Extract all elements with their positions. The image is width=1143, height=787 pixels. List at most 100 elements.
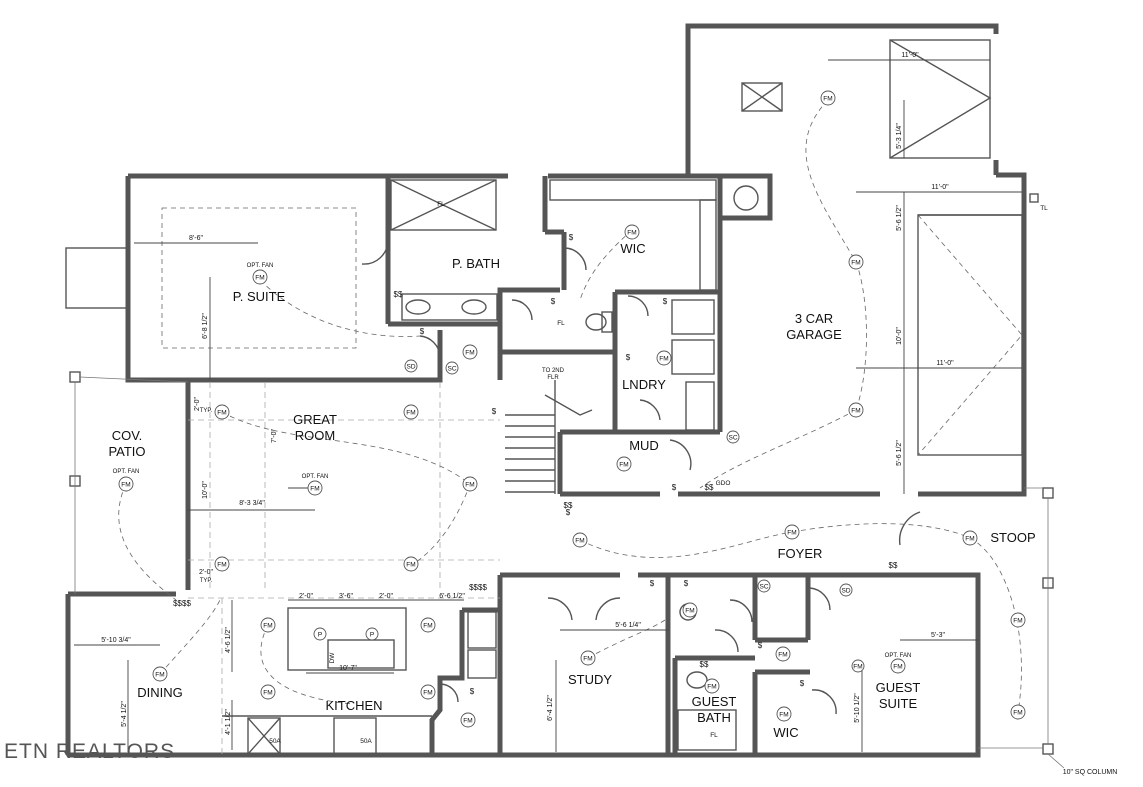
svg-text:$$: $$: [705, 483, 714, 492]
label-wic-guest: WIC: [773, 725, 798, 740]
label-p-bath: P. BATH: [452, 256, 500, 271]
sc-icon: SC: [757, 579, 771, 593]
svg-text:FM: FM: [217, 562, 226, 569]
svg-text:$: $: [672, 483, 677, 492]
svg-text:FM: FM: [423, 623, 432, 630]
dim-great-typ1: TYP.: [200, 408, 213, 414]
svg-text:FM: FM: [853, 664, 862, 671]
svg-text:SC: SC: [447, 366, 456, 373]
dim-dining-v: 5'-4 1/2": [121, 701, 128, 727]
dim-garage-v1: 5'-6 1/2": [896, 205, 903, 231]
dim-kitchen-v1: 4'-6 1/2": [225, 627, 232, 653]
fm-icon: FM: [1010, 704, 1026, 720]
fm-icon: FM: [572, 532, 588, 548]
exterior-walls: [65, 23, 1027, 758]
svg-text:FM: FM: [155, 672, 164, 679]
svg-text:FM: FM: [659, 356, 668, 363]
svg-text:FM: FM: [121, 482, 130, 489]
fl-label: FL: [437, 201, 445, 208]
label-garage-2: GARAGE: [786, 327, 842, 342]
label-stoop: STOOP: [990, 530, 1035, 545]
svg-text:FM: FM: [627, 230, 636, 237]
fm-icon: FM: [462, 476, 478, 492]
dimension-labels: 11'-0" 5'-3 1/4" 11'-0" 11'-0" 5'-6 1/2"…: [101, 52, 954, 735]
svg-text:FM: FM: [851, 260, 860, 267]
svg-text:$: $: [800, 679, 805, 688]
dim-study-h: 5'-6 1/4": [615, 622, 641, 629]
dim-kitchen-v2: 4'-1 1/2": [225, 709, 232, 735]
fm-icon: FM: [214, 404, 230, 420]
dim-guest-h: 5'-3": [931, 632, 945, 639]
switch-marks: $$ $ $ $ $ $ $ $$ $ $ $$ $$ $$$$ $$$$ $ …: [173, 233, 898, 696]
sc-icon: SC: [726, 430, 740, 444]
fm-icon: FM: [260, 617, 276, 633]
dim-island-4: 6'-6 1/2": [439, 593, 465, 600]
opt-fan-label: OPT. FAN: [885, 653, 912, 659]
fm-icon: FM: [580, 650, 596, 666]
label-guest-suite-2: SUITE: [879, 696, 918, 711]
dim-great-v2: 7'-0": [271, 429, 278, 443]
dim-garage-top: 11'-0": [901, 52, 919, 59]
fm-icon: FM: [616, 456, 632, 472]
svg-text:SC: SC: [728, 435, 737, 442]
realtor-logo: ETN REALTORS: [4, 740, 175, 763]
master-details: [65, 179, 717, 431]
dim-garage-upper: 11'-0": [931, 184, 949, 191]
svg-text:FM: FM: [778, 652, 787, 659]
svg-text:FM: FM: [583, 656, 592, 663]
svg-text:$: $: [650, 579, 655, 588]
dimension-lines: [74, 59, 1022, 752]
dim-great-v4: 2'-0": [199, 569, 213, 576]
svg-text:$: $: [758, 641, 763, 650]
svg-text:$: $: [492, 407, 497, 416]
svg-text:$$: $$: [889, 561, 898, 570]
sc-icon: SC: [445, 361, 459, 375]
svg-text:FM: FM: [1013, 618, 1022, 625]
fm-icon: FM: [624, 224, 640, 240]
fm-icon: FM: [462, 344, 478, 360]
label-great-room-1: GREAT: [293, 412, 337, 427]
svg-text:FM: FM: [406, 410, 415, 417]
fm-icon: FM: [776, 706, 792, 722]
label-garage-1: 3 CAR: [795, 311, 833, 326]
fl-label: FL: [557, 320, 565, 327]
dim-island-1: 2'-0": [299, 593, 313, 600]
svg-text:FM: FM: [1013, 710, 1022, 717]
range-label: 50A: [360, 738, 372, 745]
svg-text:FM: FM: [310, 486, 319, 493]
dim-great-v1: 2'-0": [194, 397, 201, 411]
label-cov-patio-1: COV.: [112, 428, 143, 443]
label-guest-bath-2: BATH: [697, 710, 731, 725]
svg-text:FM: FM: [465, 350, 474, 357]
svg-text:$: $: [569, 233, 574, 242]
svg-text:FM: FM: [423, 690, 432, 697]
ceiling-lines: [188, 382, 500, 755]
label-mud: MUD: [629, 438, 659, 453]
porch-details: [69, 371, 1054, 755]
dim-garage-top-v: 5'-3 1/4": [896, 123, 903, 149]
label-guest-bath-1: GUEST: [692, 694, 737, 709]
dim-island-2: 3'-6": [339, 593, 353, 600]
dim-island-3: 2'-0": [379, 593, 393, 600]
svg-text:FM: FM: [217, 410, 226, 417]
svg-text:$$$$: $$$$: [469, 583, 487, 592]
svg-text:FM: FM: [707, 684, 716, 691]
gdo-label: GDO: [716, 480, 731, 487]
svg-text:FM: FM: [463, 718, 472, 725]
dw-label: DW: [329, 652, 336, 664]
opt-fan-label: OPT. FAN: [113, 469, 140, 475]
label-wic-master: WIC: [620, 241, 645, 256]
svg-text:FM: FM: [823, 96, 832, 103]
fm-icon: FM: [962, 530, 978, 546]
opt-fan-label: OPT. FAN: [302, 474, 329, 480]
svg-text:FM: FM: [787, 530, 796, 537]
dim-kitchen-sink: 10'-7": [339, 665, 357, 672]
fm-icon: FM: [460, 712, 476, 728]
svg-text:$: $: [470, 687, 475, 696]
svg-text:$$: $$: [700, 660, 709, 669]
label-great-room-2: ROOM: [295, 428, 335, 443]
svg-text:FM: FM: [465, 482, 474, 489]
svg-text:SD: SD: [406, 364, 415, 371]
fm-icon: FM: [420, 617, 436, 633]
